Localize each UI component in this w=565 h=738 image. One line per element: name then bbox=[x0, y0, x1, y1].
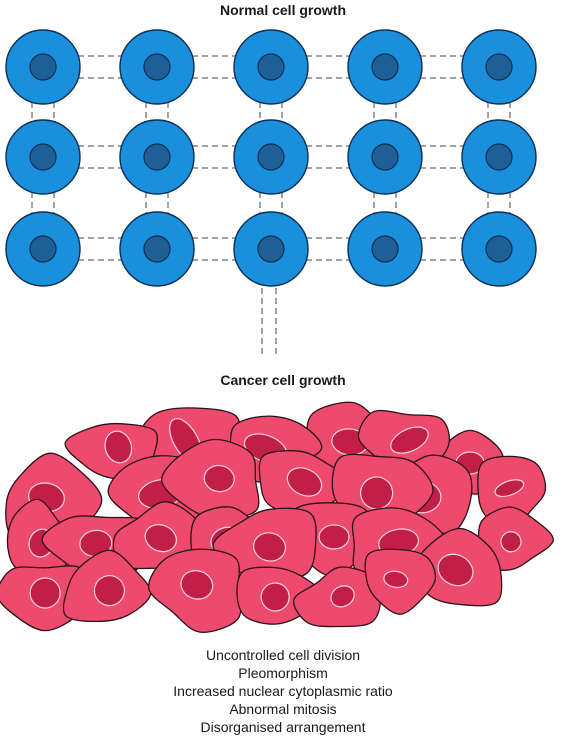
normal-growth-title: Normal cell growth bbox=[220, 2, 346, 18]
cancer-cell-nucleus bbox=[104, 430, 133, 464]
cancer-characteristics-list: Uncontrolled cell divisionPleomorphismIn… bbox=[173, 647, 393, 735]
normal-cell bbox=[461, 29, 537, 105]
cancer-cell bbox=[148, 548, 242, 633]
cell-nucleus bbox=[485, 143, 513, 171]
cell-nucleus bbox=[485, 235, 513, 263]
cell-nucleus bbox=[29, 143, 57, 171]
normal-cell bbox=[347, 119, 423, 195]
normal-cell bbox=[233, 29, 309, 105]
normal-cell bbox=[347, 29, 423, 105]
cancer-cell-nucleus bbox=[494, 479, 525, 498]
characteristic-item: Abnormal mitosis bbox=[229, 701, 336, 717]
cell-nucleus bbox=[143, 53, 171, 81]
cell-nucleus bbox=[143, 235, 171, 263]
cancer-cell-nucleus bbox=[390, 426, 429, 454]
cell-nucleus bbox=[29, 53, 57, 81]
normal-cell bbox=[461, 119, 537, 195]
normal-cell bbox=[119, 29, 195, 105]
normal-cell bbox=[119, 119, 195, 195]
cancer-cell-nucleus bbox=[144, 524, 177, 553]
characteristic-item: Uncontrolled cell division bbox=[206, 647, 360, 663]
cell-nucleus bbox=[143, 143, 171, 171]
cancer-cell bbox=[161, 438, 260, 520]
cancer-cell-mass bbox=[0, 401, 554, 633]
characteristic-item: Increased nuclear cytoplasmic ratio bbox=[173, 683, 393, 699]
cell-nucleus bbox=[257, 53, 285, 81]
cancer-cell bbox=[364, 548, 437, 615]
cancer-cell-nucleus bbox=[253, 532, 287, 562]
cell-nucleus bbox=[257, 235, 285, 263]
cell-nucleus bbox=[485, 53, 513, 81]
cancer-cell-nucleus bbox=[203, 464, 235, 493]
cell-nucleus bbox=[371, 53, 399, 81]
cell-nucleus bbox=[371, 143, 399, 171]
cancer-cell-nucleus bbox=[93, 574, 126, 607]
transition-link-lines bbox=[261, 288, 277, 358]
normal-cell bbox=[5, 119, 81, 195]
cell-nucleus bbox=[29, 235, 57, 263]
normal-cell-grid bbox=[5, 29, 537, 287]
cell-nucleus bbox=[257, 143, 285, 171]
normal-cell bbox=[347, 211, 423, 287]
cancer-cell-nucleus bbox=[330, 585, 355, 608]
cancer-cell-nucleus bbox=[29, 577, 61, 609]
characteristic-item: Disorganised arrangement bbox=[201, 719, 366, 735]
cancer-cell-nucleus bbox=[383, 570, 409, 589]
cancer-cell-nucleus bbox=[500, 531, 522, 553]
normal-cell bbox=[233, 211, 309, 287]
cancer-cell bbox=[62, 549, 152, 623]
normal-cell bbox=[119, 211, 195, 287]
grid-connector-lines bbox=[31, 55, 511, 261]
cancer-cell-nucleus bbox=[437, 553, 474, 587]
cancer-cell-nucleus bbox=[180, 570, 214, 600]
cancer-cell bbox=[412, 527, 503, 607]
cell-nucleus bbox=[371, 235, 399, 263]
cancer-growth-title: Cancer cell growth bbox=[220, 372, 345, 388]
normal-cell bbox=[5, 211, 81, 287]
characteristic-item: Pleomorphism bbox=[238, 665, 327, 681]
cancer-cell-nucleus bbox=[260, 582, 290, 612]
normal-cell bbox=[233, 119, 309, 195]
cancer-cell bbox=[293, 566, 382, 628]
normal-cell bbox=[5, 29, 81, 105]
cancer-cell-nucleus bbox=[286, 467, 323, 497]
cancer-cell-nucleus bbox=[318, 524, 350, 550]
normal-cell bbox=[461, 211, 537, 287]
